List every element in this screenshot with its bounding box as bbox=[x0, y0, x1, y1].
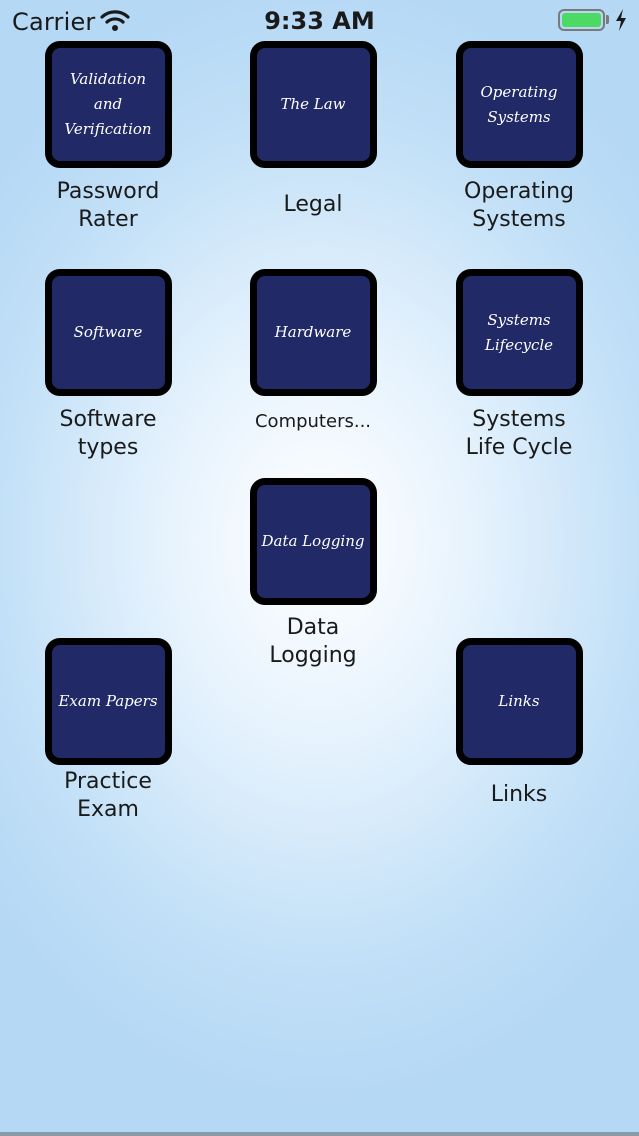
tile-systems-life-cycle[interactable]: Systems Lifecycle Systems Life Cycle bbox=[409, 269, 629, 462]
tile-icon[interactable]: Data Logging bbox=[249, 478, 377, 605]
tile-icon[interactable]: Exam Papers bbox=[44, 638, 172, 765]
tile-legal[interactable]: The Law Legal bbox=[203, 41, 423, 219]
tile-icon[interactable]: The Law bbox=[249, 41, 377, 168]
tile-label: Password Rater bbox=[56, 179, 160, 232]
charging-bolt-icon bbox=[614, 8, 628, 36]
tile-links[interactable]: Links Links bbox=[409, 638, 629, 809]
tile-icon[interactable]: Links bbox=[455, 638, 583, 765]
tile-icon-text: Validation and Verification bbox=[64, 70, 152, 138]
wifi-icon bbox=[100, 8, 130, 36]
tile-icon-text: Links bbox=[498, 692, 540, 710]
tile-icon-text: Operating Systems bbox=[480, 82, 558, 126]
status-time: 9:33 AM bbox=[264, 7, 375, 35]
tile-label: Links bbox=[490, 782, 548, 807]
tile-practice-exam[interactable]: Exam Papers Practice Exam bbox=[0, 638, 218, 824]
tile-operating-systems[interactable]: Operating Systems Operating Systems bbox=[409, 41, 629, 234]
tile-icon-text: Systems Lifecycle bbox=[484, 310, 554, 354]
carrier-label: Carrier bbox=[12, 8, 96, 36]
tile-label: Practice Exam bbox=[64, 769, 152, 822]
battery-fill bbox=[562, 13, 601, 27]
bottom-edge bbox=[0, 1132, 639, 1136]
tile-icon-text: The Law bbox=[280, 95, 346, 113]
tile-icon-text: Exam Papers bbox=[58, 692, 158, 710]
tile-computers[interactable]: Hardware Computers... bbox=[203, 269, 423, 436]
tile-label: Software types bbox=[59, 407, 157, 460]
tile-label: Operating Systems bbox=[464, 179, 574, 232]
tile-label: Computers... bbox=[254, 411, 372, 432]
tile-icon[interactable]: Validation and Verification bbox=[44, 41, 172, 168]
tile-icon-text: Software bbox=[73, 323, 143, 341]
tile-icon[interactable]: Operating Systems bbox=[455, 41, 583, 168]
tile-password-rater[interactable]: Validation and Verification Password Rat… bbox=[0, 41, 218, 234]
tile-icon[interactable]: Software bbox=[44, 269, 172, 396]
tile-icon[interactable]: Systems Lifecycle bbox=[455, 269, 583, 396]
tile-icon[interactable]: Hardware bbox=[249, 269, 377, 396]
battery-nub bbox=[606, 15, 609, 24]
tile-software-types[interactable]: Software Software types bbox=[0, 269, 218, 462]
tile-label: Legal bbox=[283, 192, 343, 217]
tile-icon-text: Hardware bbox=[274, 323, 352, 341]
battery-icon bbox=[558, 9, 605, 31]
tile-data-logging[interactable]: Data Logging Data Logging bbox=[203, 478, 423, 670]
tile-label: Data Logging bbox=[269, 615, 357, 668]
tile-icon-text: Data Logging bbox=[261, 532, 365, 550]
status-bar: Carrier 9:33 AM bbox=[0, 0, 639, 42]
tile-label: Systems Life Cycle bbox=[465, 407, 573, 460]
